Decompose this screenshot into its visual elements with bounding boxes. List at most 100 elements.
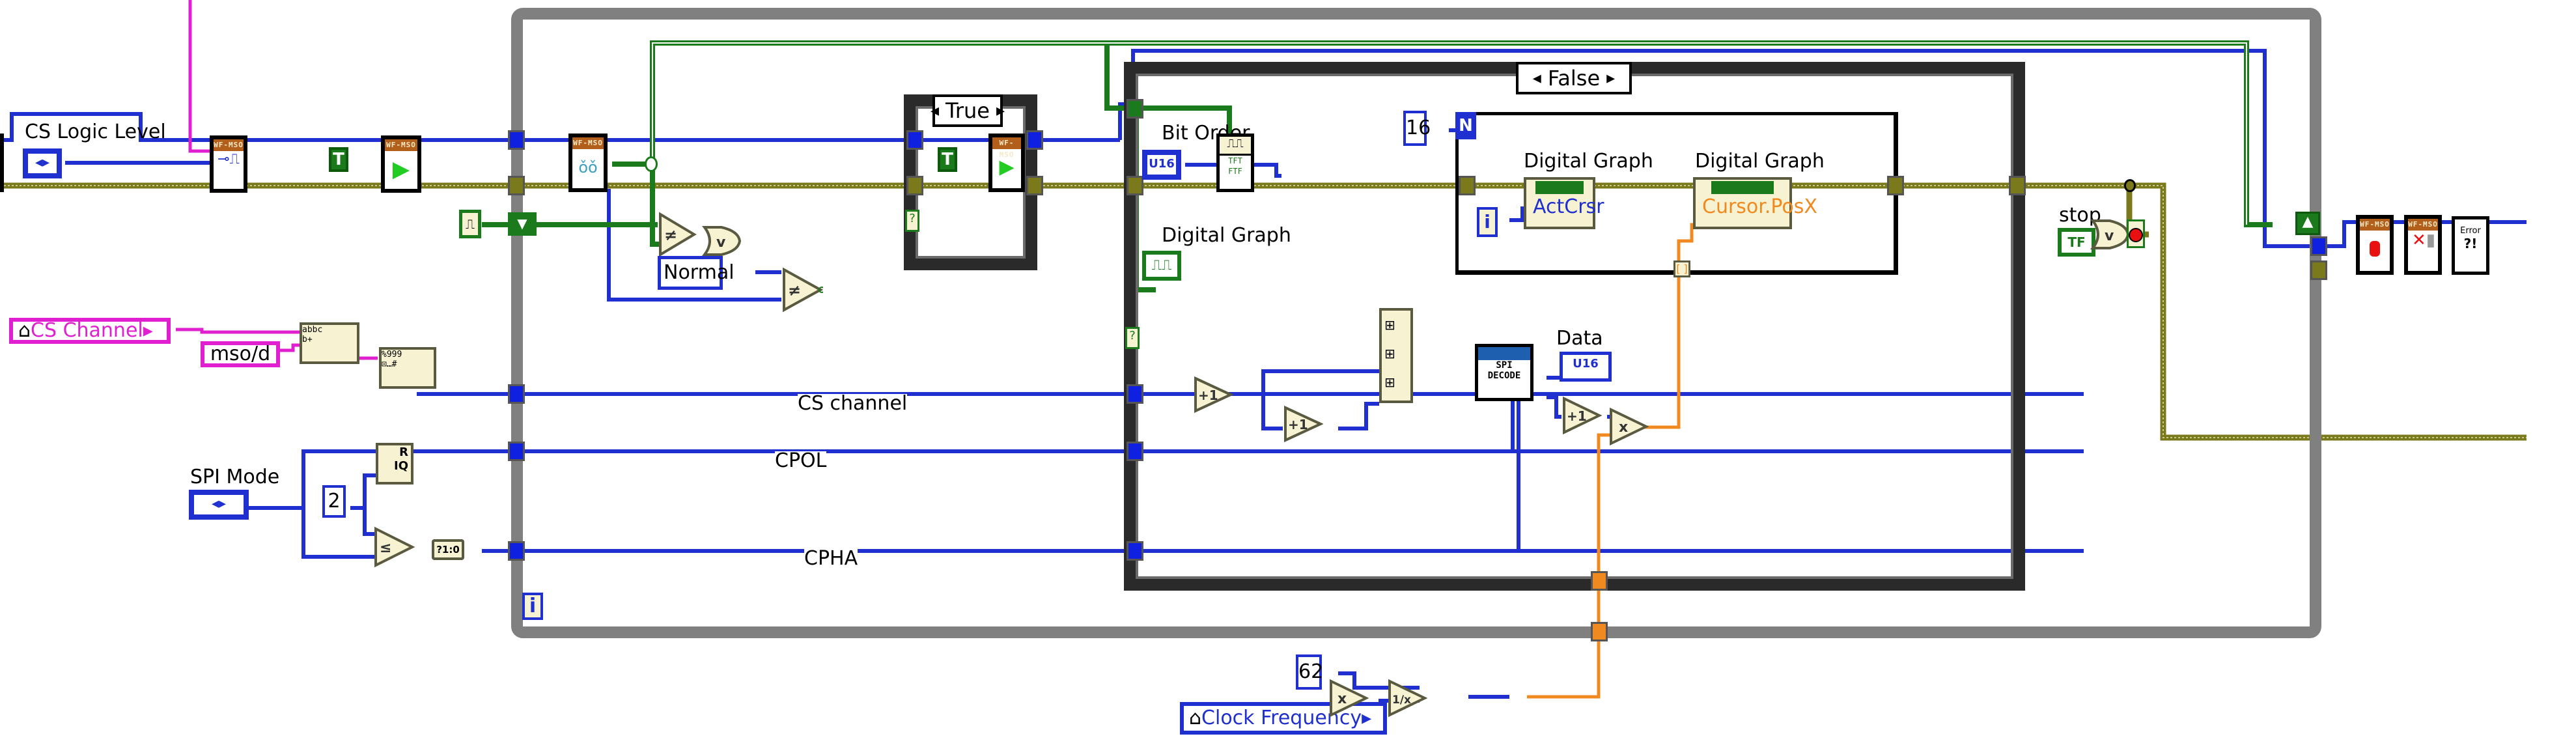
glasses-icon: ǒǒ [578, 158, 598, 176]
green-wire-junction [645, 156, 658, 172]
increment-arrow-icon[interactable]: ▸ [1606, 68, 1616, 88]
cs-logic-level-label: CS Logic Level [25, 120, 166, 143]
count-terminal-label: N [1459, 116, 1473, 135]
less-or-equal-symbol: ≤ [380, 540, 391, 556]
spi-decode-line-1: SPI [1496, 360, 1513, 371]
bit-order-control[interactable]: U16 [1142, 150, 1181, 180]
or-node-1[interactable]: v [702, 225, 742, 257]
stop-sign-icon [2129, 228, 2143, 242]
property-node-actcrsr[interactable]: ActCrsr [1524, 177, 1604, 229]
property-node-header [1535, 181, 1584, 194]
increment-node-3[interactable]: +1 [1561, 396, 1602, 435]
true-constant-case[interactable]: T [938, 147, 957, 172]
true-constant-label: T [333, 150, 344, 169]
wire-label-cs-channel: CS channel [798, 392, 908, 415]
bit-order-type: U16 [1149, 157, 1175, 171]
for-loop[interactable] [1455, 112, 1898, 275]
or-symbol: v [716, 234, 726, 251]
multiply-node-posx[interactable]: x [1608, 407, 1649, 446]
subvi-header: WF-MSO [2360, 219, 2390, 231]
msod-label: mso/d [210, 343, 271, 365]
for-loop-tunnel-error-in [1459, 176, 1476, 195]
tunnel-error-out [2310, 260, 2327, 280]
subvi-read-status[interactable]: WF-MSO ǒǒ [568, 134, 608, 192]
increment-arrow-icon[interactable]: ▸ [996, 101, 1005, 120]
junction-dot [2124, 179, 2136, 192]
spi-mode-control[interactable]: ◂▸ [189, 490, 249, 520]
subvi-abort[interactable]: WF-MSO [2356, 215, 2394, 275]
case-selector-value: False [1547, 66, 1601, 91]
two-label: 2 [328, 490, 341, 513]
error-label: Error [2460, 226, 2481, 236]
cs-logic-level-control[interactable]: ◂▸ [23, 148, 62, 178]
not-equal-node-2[interactable]: ≠ [781, 267, 823, 313]
stop-button-terminal[interactable]: TF [2058, 228, 2095, 257]
case-selector-true[interactable]: ◂ True ▸ [930, 94, 1005, 127]
digital-waveform-constant[interactable]: ⎍ [459, 210, 481, 238]
loop-condition-terminal[interactable] [2127, 219, 2145, 248]
constant-two[interactable]: 2 [322, 485, 346, 518]
for-loop-tunnel-error-out [1887, 176, 1904, 195]
less-or-equal-node[interactable]: ≤ [373, 526, 415, 568]
case-false-tunnel-float [1591, 571, 1608, 591]
tunnel-error-in [508, 176, 525, 195]
tunnel-visa-in [508, 130, 525, 150]
arrow-right-icon: ▸ [143, 319, 153, 342]
increment-node-1[interactable]: +1 [1193, 376, 1233, 414]
decrement-arrow-icon[interactable]: ◂ [930, 101, 940, 120]
tunnel-cpol-in [508, 442, 525, 461]
subvi-header: WF-MSO [572, 137, 604, 149]
multiply-symbol: x [1619, 419, 1628, 436]
case-false-tunnel-cpha [1127, 541, 1143, 561]
increment-symbol: +1 [1567, 408, 1587, 424]
property-node-cursor-posx[interactable]: Cursor.PosX [1693, 177, 1817, 229]
multiply-node-clock[interactable]: x [1328, 679, 1369, 718]
data-indicator-type: U16 [1573, 357, 1599, 371]
or-symbol: v [2105, 228, 2114, 244]
reciprocal-node[interactable]: 1/x [1387, 679, 1427, 718]
subvi-initiate[interactable]: WF-MSO ▶ [381, 135, 421, 193]
index-array-node[interactable]: ⊞⊞⊞ [1379, 308, 1413, 403]
iteration-label: i [1484, 211, 1491, 232]
cursor-posx-property[interactable]: Cursor.PosX [1702, 195, 1817, 218]
case-true-tunnel-visa-in [906, 130, 923, 150]
increment-symbol: +1 [1288, 417, 1308, 432]
spi-decode-header [1478, 347, 1530, 360]
wire-label-cpha: CPHA [804, 547, 858, 570]
case-false-selector-terminal[interactable]: ? [1125, 327, 1140, 349]
case-true-selector-terminal[interactable]: ? [905, 210, 919, 232]
constant-16[interactable]: 16 [1403, 111, 1431, 146]
spi-decode-subvi[interactable]: SPI DECODE [1475, 344, 1533, 401]
loop-iteration-terminal: i [522, 593, 543, 620]
msod-string-constant[interactable]: mso/d [201, 341, 280, 367]
clock-frequency-control[interactable]: ⌂Clock Frequency▸ [1180, 702, 1387, 735]
not-equal-node-1[interactable]: ≠ [658, 212, 697, 257]
increment-node-2[interactable]: +1 [1283, 405, 1323, 443]
case-selector-false[interactable]: ◂ False ▸ [1516, 62, 1632, 94]
subvi-close[interactable]: WF-MSO ✕▮ [2404, 215, 2442, 275]
subvi-initiate-case[interactable]: WF-MSO ▶ [988, 134, 1025, 192]
cs-channel-control[interactable]: ⌂CS Channel▸ [9, 318, 171, 344]
data-indicator[interactable]: U16 [1560, 352, 1612, 382]
simple-error-handler[interactable]: Error ?! [2452, 216, 2489, 275]
remainder-label: R [399, 445, 408, 459]
case-false-tunnel-error-in [1127, 176, 1143, 195]
digital-graph-terminal[interactable]: ⎍⎍ [1142, 251, 1181, 281]
true-constant[interactable]: T [329, 147, 348, 172]
play-icon: ▶ [392, 156, 410, 182]
actcrsr-property[interactable]: ActCrsr [1533, 195, 1604, 218]
while-loop[interactable] [511, 8, 2321, 638]
quotient-label: IQ [394, 459, 408, 473]
bool-to-int-node[interactable]: ?1:0 [432, 539, 464, 560]
subvi-configure-trigger[interactable]: WF-MSO ⊸⎍ [210, 135, 247, 193]
constant-62[interactable]: 62 [1296, 654, 1323, 690]
scan-from-string-node[interactable]: %999⊡…# [379, 347, 436, 389]
decrement-arrow-icon[interactable]: ◂ [1532, 68, 1541, 88]
normal-string-constant[interactable]: Normal [658, 256, 735, 290]
case-false-tunnel-cs-channel [1127, 384, 1143, 404]
or-node-2[interactable]: v [2090, 218, 2131, 251]
